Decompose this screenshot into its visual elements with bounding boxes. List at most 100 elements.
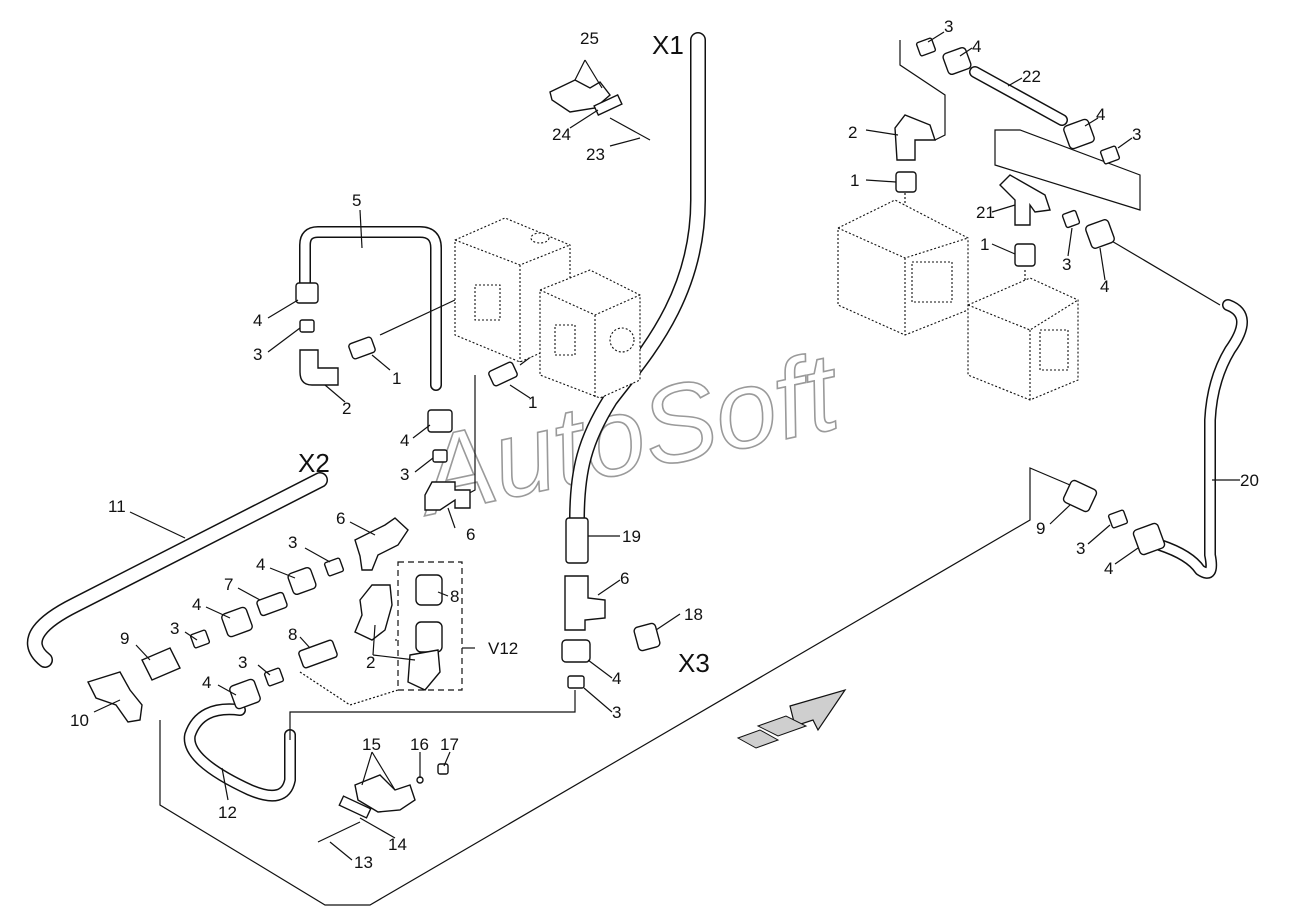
callout-4-g: 4: [972, 37, 981, 56]
valve-block-center: [454, 217, 641, 399]
callout-1-b: 1: [528, 393, 537, 412]
tee-6-left: [354, 517, 409, 571]
pipe-7: [256, 591, 288, 617]
callout-18: 18: [684, 605, 703, 624]
clamp-15: [354, 774, 416, 813]
fitting-9-left: [141, 647, 181, 681]
callout-25: 25: [580, 29, 599, 48]
callout-9-b: 9: [1036, 519, 1045, 538]
leader-lines: [93, 31, 1240, 861]
adapter-1-right-upper: [895, 171, 917, 193]
callout-3-b: 3: [400, 465, 409, 484]
tee-21: [999, 174, 1051, 226]
ring-3-right-lower: [1107, 509, 1129, 529]
elbow-2-v12-inner: [407, 649, 441, 691]
callout-19: 19: [622, 527, 641, 546]
ring-3-x3: [567, 675, 585, 689]
connector-x3: X3: [678, 648, 710, 678]
ring-3-top-right: [915, 37, 937, 57]
adapter-1-center: [488, 361, 518, 387]
callout-10: 10: [70, 711, 89, 730]
nut-4-pipe-22: [1063, 118, 1095, 150]
callout-24: 24: [552, 125, 571, 144]
callout-8-b: 8: [450, 587, 459, 606]
callout-3-d: 3: [170, 619, 179, 638]
ring-3-lower: [189, 629, 211, 649]
callout-3-g: 3: [944, 17, 953, 36]
plate-14: [338, 795, 372, 819]
tee-6-x3: [564, 575, 606, 631]
callout-1-c: 1: [850, 171, 859, 190]
callout-20: 20: [1240, 471, 1259, 490]
callout-6-c: 6: [620, 569, 629, 588]
ring-3-pipe-22: [1099, 145, 1121, 165]
tee-10: [87, 671, 143, 723]
hose-x2: [26, 472, 328, 668]
pipe-5: [299, 226, 442, 391]
connector-x2: X2: [298, 448, 330, 478]
callout-2-a: 2: [342, 399, 351, 418]
callout-6-a: 6: [466, 525, 475, 544]
callout-3-e: 3: [238, 653, 247, 672]
callout-8-a: 8: [288, 625, 297, 644]
callout-1-a: 1: [392, 369, 401, 388]
callout-22: 22: [1022, 67, 1041, 86]
callout-7: 7: [224, 575, 233, 594]
nut-4-bottom: [229, 678, 261, 710]
callout-4-e: 4: [202, 673, 211, 692]
ring-3-mid: [323, 557, 345, 577]
fitting-9-right: [1062, 479, 1098, 513]
callout-3-j: 3: [1076, 539, 1085, 558]
callout-21: 21: [976, 203, 995, 222]
callout-4-b: 4: [400, 431, 409, 450]
pipe-22: [969, 66, 1068, 126]
callout-11: 11: [108, 497, 126, 516]
hose-end-19: [565, 517, 589, 564]
callout-3-h: 3: [1132, 125, 1141, 144]
ring-3-right-mid: [1061, 209, 1081, 229]
callout-6-b: 6: [336, 509, 345, 528]
nut-17: [437, 763, 449, 775]
callout-16: 16: [410, 735, 429, 754]
cap-18: [633, 622, 661, 652]
callout-15: 15: [362, 735, 381, 754]
callout-2-c: 2: [848, 123, 857, 142]
callout-3-a: 3: [253, 345, 262, 364]
callout-4-f: 4: [612, 669, 621, 688]
adapter-1-right-lower: [1014, 243, 1036, 267]
direction-arrow-icon: [736, 688, 847, 749]
tee-6-upper: [424, 481, 471, 511]
callout-13: 13: [354, 853, 373, 872]
callout-3-i: 3: [1062, 255, 1071, 274]
fitting-8-v12-lower: [415, 621, 443, 653]
callout-3-f: 3: [612, 703, 621, 722]
callout-12: 12: [218, 803, 237, 822]
clamp-25: [549, 79, 611, 113]
connector-x1: X1: [652, 30, 684, 60]
fitting-8-lower: [298, 639, 338, 669]
valve-block-icon: [454, 217, 641, 399]
callout-4-j: 4: [1104, 559, 1113, 578]
ring-3-center: [432, 449, 448, 463]
nut-4-x3: [561, 639, 591, 663]
callout-v12: V12: [488, 639, 518, 658]
fittings: [87, 37, 1166, 843]
nut-4-center: [427, 409, 453, 433]
ring-3-top-left: [299, 319, 315, 333]
nut-4-top-right: [942, 46, 972, 76]
nut-4-top-left: [295, 282, 319, 304]
bolt-23: [609, 117, 651, 141]
callout-17: 17: [440, 735, 459, 754]
valve-block-right: [837, 199, 1079, 401]
nut-4-right-mid: [1085, 219, 1115, 249]
elbow-2-left: [299, 349, 339, 386]
ring-3-bottom: [263, 667, 285, 687]
callout-14: 14: [388, 835, 407, 854]
bolt-13: [317, 821, 361, 843]
callout-1-d: 1: [980, 235, 989, 254]
callout-2-b: 2: [366, 653, 375, 672]
adapter-1-left: [348, 336, 376, 360]
pipe-20: [1154, 299, 1248, 579]
callout-4-c: 4: [256, 555, 265, 574]
fitting-8-v12-upper: [415, 574, 443, 606]
